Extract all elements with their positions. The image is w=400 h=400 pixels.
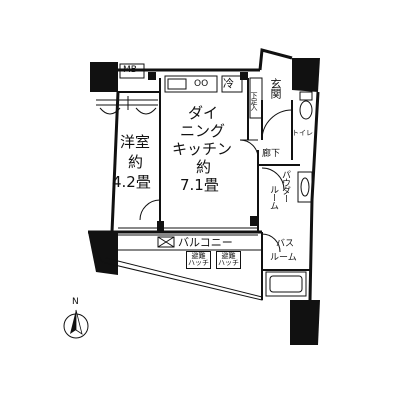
ldk-line2: ニング (180, 122, 226, 140)
bath-line2: ルーム (270, 253, 297, 263)
column-right-top (292, 58, 320, 92)
pillar-small-2 (240, 72, 248, 80)
ldk-line1: ダイ (188, 104, 219, 122)
hatch-1-line1: 避難 (191, 252, 206, 260)
oo-label: OO (194, 79, 209, 89)
mb-label: MB (123, 65, 137, 75)
shoe-label: 下足入 (250, 92, 258, 110)
hatch-1-line2: ハッチ (188, 259, 209, 267)
pillar-small-3 (157, 221, 164, 231)
balcony-label: バルコニー (178, 236, 233, 249)
ldk-line3: キッチン (172, 140, 233, 158)
bathtub-icon (265, 271, 307, 297)
column-left-top (90, 62, 118, 92)
compass-icon (63, 309, 89, 339)
powder-line2: ルーム (268, 185, 278, 209)
fridge-label: 冷 (223, 77, 234, 90)
hatch-2: 避難 ハッチ (216, 251, 241, 269)
kitchen-counter (164, 75, 243, 93)
hatch-1: 避難 ハッチ (186, 251, 211, 269)
entrance-label: 玄関 (269, 78, 282, 98)
mb-door (119, 63, 145, 79)
western-door (139, 199, 161, 221)
bath-door (261, 233, 281, 253)
western-room-size: 4.2畳 (112, 173, 151, 191)
entrance-area (249, 77, 293, 141)
pillar-small-1 (148, 72, 156, 80)
column-right-bottom (290, 300, 320, 345)
ldk-door (239, 139, 259, 159)
hatch-2-line2: ハッチ (218, 259, 239, 267)
pillar-small-4 (250, 216, 258, 226)
closet (96, 96, 158, 115)
bath-line1: バス (276, 239, 295, 249)
balcony-box-icon (157, 236, 175, 248)
window-bottom (118, 227, 258, 236)
toilet-label: トイレ (292, 129, 313, 137)
powder-door (261, 167, 285, 191)
powder-line1: パウダー (280, 170, 290, 202)
washbasin-icon (297, 171, 313, 203)
ldk-size: 7.1畳 (180, 176, 219, 194)
toilet-fixture-icon (299, 91, 313, 120)
column-left-bottom (88, 232, 118, 275)
compass-north-label: N (72, 297, 79, 307)
balcony-outline (95, 249, 263, 301)
western-room-approx: 約 (128, 153, 144, 171)
hatch-2-line1: 避難 (221, 252, 236, 260)
hallway-label: 廊下 (262, 149, 281, 159)
western-room-name: 洋室 (120, 133, 151, 151)
ldk-approx: 約 (196, 158, 212, 176)
